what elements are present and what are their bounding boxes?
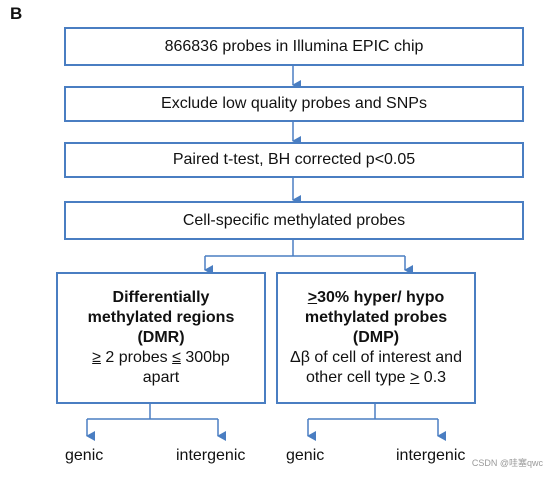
dmp-title-line2: methylated probes (304, 309, 448, 326)
dmp-title-line1: >30% hyper/ hypo (308, 288, 445, 308)
box-exclude-probes-text: Exclude low quality probes and SNPs (161, 95, 427, 112)
dmp-ge-symbol: > (307, 289, 318, 306)
box-cell-specific: Cell-specific methylated probes (64, 201, 524, 240)
watermark: CSDN @哇塞qwc (471, 458, 543, 468)
box-exclude-probes: Exclude low quality probes and SNPs (64, 86, 524, 122)
dmr-ge-symbol: ≥ (92, 349, 101, 366)
panel-label: B (10, 4, 23, 23)
leaf-dmp-genic: genic (286, 447, 325, 464)
dmr-title-line2: methylated regions (87, 309, 235, 326)
box-paired-ttest: Paired t-test, BH corrected p<0.05 (64, 142, 524, 178)
dmp-title-line1-rest: 30% hyper/ hypo (317, 289, 445, 306)
box-probes-total: 866836 probes in Illumina EPIC chip (64, 27, 524, 66)
dmp-criteria-c: 0.3 (419, 369, 447, 386)
dmp-ge2-symbol: > (410, 369, 420, 386)
box-probes-total-text: 866836 probes in Illumina EPIC chip (164, 37, 424, 55)
dmr-title-line3: (DMR) (137, 329, 185, 346)
dmr-title-line1: Differentially (112, 289, 210, 306)
box-dmp: >30% hyper/ hypo methylated probes (DMP)… (276, 272, 476, 404)
box-paired-ttest-text: Paired t-test, BH corrected p<0.05 (172, 151, 416, 168)
dmr-criteria-b: 300bp (180, 349, 230, 366)
leaf-dmp-intergenic: intergenic (396, 447, 466, 464)
dmp-criteria-line1: Δβ of cell of interest and (290, 349, 462, 366)
dmr-le-symbol: ≤ (172, 349, 181, 366)
box-cell-specific-text: Cell-specific methylated probes (182, 211, 406, 229)
dmr-criteria-line1: ≥ 2 probes ≤ 300bp (92, 348, 230, 368)
box-dmr: Differentially methylated regions (DMR) … (56, 272, 266, 404)
leaf-dmr-genic: genic (65, 447, 104, 464)
leaf-dmr-intergenic: intergenic (176, 447, 246, 464)
dmp-criteria-b: other cell type (305, 369, 411, 386)
dmr-criteria-a: 2 probes (100, 349, 173, 366)
dmr-criteria-line2: apart (142, 369, 180, 386)
dmp-criteria-line2: other cell type > 0.3 (306, 368, 446, 388)
dmp-title-line3: (DMP) (352, 329, 400, 346)
